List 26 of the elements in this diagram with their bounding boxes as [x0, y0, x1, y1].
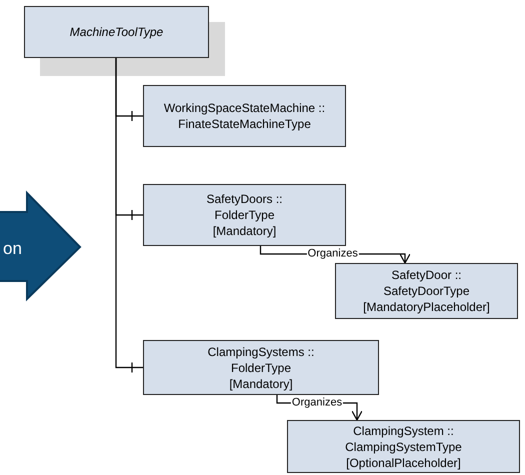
- node-text: SafetyDoors ::: [206, 191, 283, 207]
- node-text: [OptionalPlaceholder]: [346, 454, 461, 470]
- node-text: FolderType: [214, 207, 275, 223]
- node-text: FinateStateMachineType: [178, 116, 311, 132]
- node-box: [143, 184, 346, 246]
- connector-line: [115, 58, 143, 374]
- node-text: SafetyDoor ::: [391, 267, 462, 283]
- node-box: [335, 263, 518, 319]
- edge-label: Organizes: [306, 248, 359, 260]
- node-box: [143, 340, 379, 395]
- node-text: FolderType: [230, 360, 292, 376]
- node-text: [MandatoryPlaceholder]: [363, 299, 490, 315]
- node-text: ClampingSystems ::: [208, 344, 314, 360]
- node-text: SafetyDoorType: [383, 283, 470, 299]
- node-text: [Mandatory]: [212, 223, 276, 239]
- node-text: [Mandatory]: [229, 376, 293, 392]
- node-text: MachineToolType: [70, 24, 164, 40]
- node-text: WorkingSpaceStateMachine ::: [164, 100, 326, 116]
- node-text: ClampingSystemType: [345, 438, 462, 454]
- block-arrow: [0, 190, 82, 302]
- edge-label: Organizes: [290, 398, 344, 408]
- arrow-label: on: [3, 240, 22, 256]
- node-box: [143, 85, 346, 147]
- node-box: [287, 420, 520, 473]
- node-text: ClampingSystem ::: [353, 422, 454, 438]
- node-box: [24, 6, 209, 58]
